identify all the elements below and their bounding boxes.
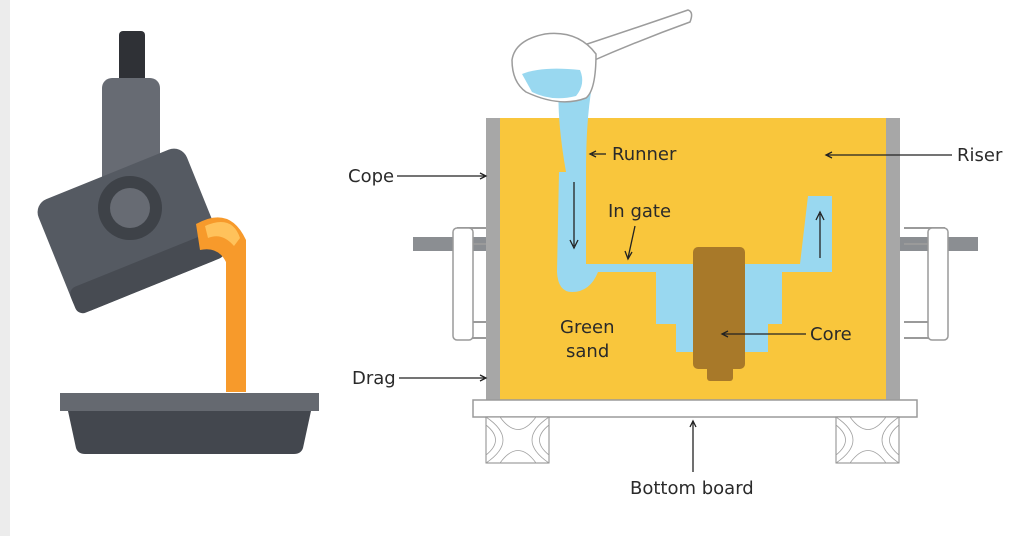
bottom-board: [472, 399, 918, 418]
label-runner: Runner: [612, 144, 677, 165]
core: [693, 247, 745, 381]
label-green-sand-2: sand: [566, 341, 609, 362]
label-bottom-board: Bottom board: [630, 478, 754, 499]
label-cope: Cope: [348, 166, 394, 187]
wood-block-icon: [485, 416, 900, 464]
flask-wall-right: [886, 118, 900, 400]
mold-tray-icon: [60, 393, 319, 454]
label-core: Core: [810, 324, 852, 345]
sand-block: [592, 118, 800, 258]
in-gate-arrow: [627, 225, 636, 259]
label-riser: Riser: [957, 145, 1003, 166]
crucible-pour-icon: [37, 31, 246, 392]
page-edge: [0, 0, 10, 536]
ladle-icon: [511, 9, 693, 172]
label-in-gate: In gate: [608, 201, 671, 222]
flask-wall-left: [486, 118, 500, 400]
flow-arrows: [569, 182, 825, 258]
label-drag: Drag: [352, 368, 396, 389]
label-green-sand-1: Green: [560, 317, 615, 338]
